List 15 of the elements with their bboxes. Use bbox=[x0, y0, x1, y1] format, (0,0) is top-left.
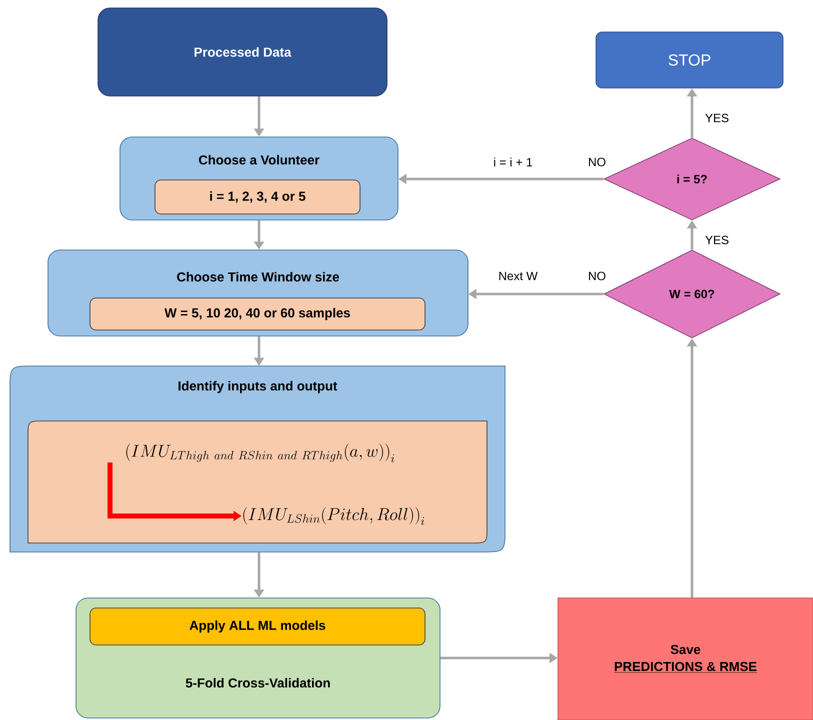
edge-label: YES bbox=[704, 112, 730, 124]
stop-box: STOP bbox=[596, 32, 784, 88]
step-box: Apply ALL ML models bbox=[90, 608, 426, 646]
result-box: Save PREDICTIONS & RMSE bbox=[558, 598, 813, 720]
edge-label: YES bbox=[704, 234, 730, 246]
formula: $\left(IMU_{LThigh\ and\ RShin\ and\ RThigh}(a,w)\right)_i$ bbox=[126, 444, 394, 462]
branch-label: NO bbox=[589, 158, 606, 166]
start-box: Processed Data bbox=[98, 8, 388, 96]
value-box: i = 1, 2, 3, 4 or 5 bbox=[154, 180, 360, 214]
edge-label: i = i + 1 bbox=[492, 156, 534, 168]
formula: $\left(IMU_{LShin}(Pitch,Roll)\right)_i$ bbox=[243, 507, 424, 526]
edge-label: Next W bbox=[497, 270, 539, 282]
value-box: W = 5, 10 20, 40 or 60 samples bbox=[90, 298, 426, 330]
branch-label: NO bbox=[589, 272, 606, 280]
formula-box bbox=[28, 420, 488, 544]
